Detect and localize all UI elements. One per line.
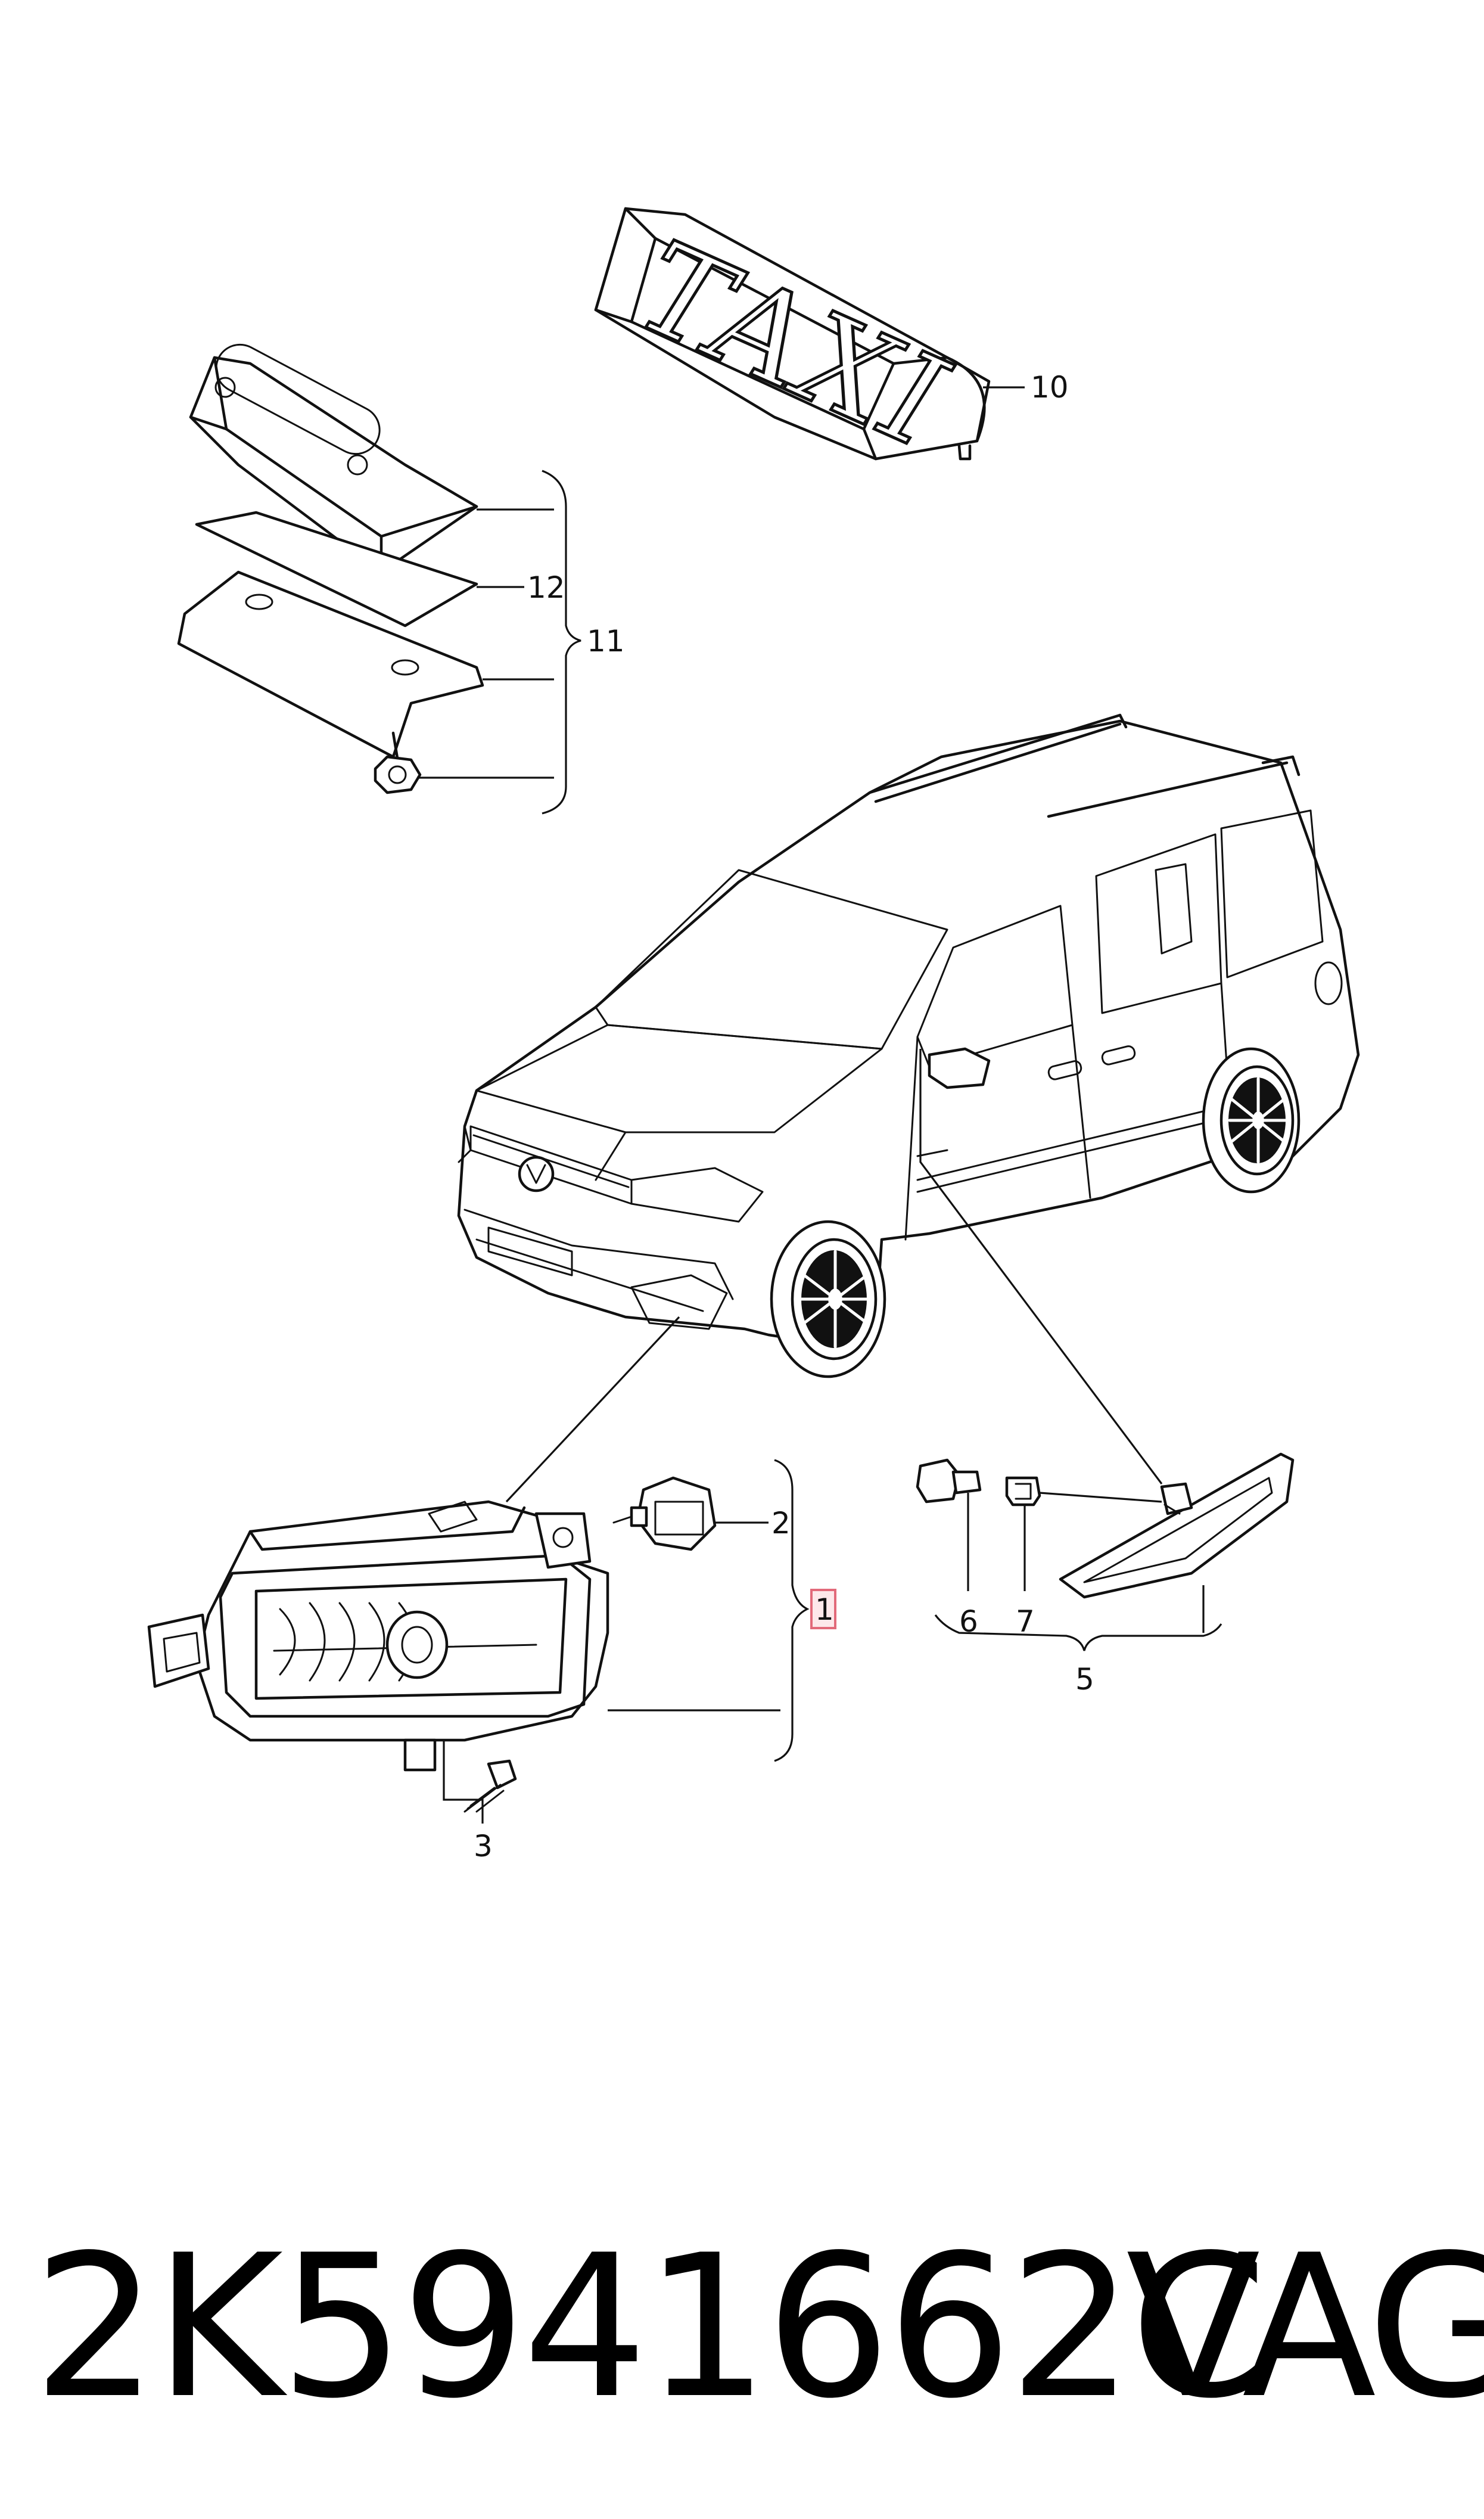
callout-6: 6 [959, 1604, 978, 1639]
callout-1-highlight [810, 1589, 836, 1629]
taxi-roof-sign: TAXI [594, 207, 991, 474]
fog-lamp-assembly [147, 1500, 609, 1772]
vehicle-outline [457, 713, 1360, 1378]
mounting-screw [463, 1759, 517, 1813]
parts-diagram: TAXI 10 12 11 [147, 207, 1360, 1863]
callout-5: 5 [1075, 1662, 1094, 1697]
brand-label: VAG [1126, 2213, 1484, 2442]
callout-7: 7 [1016, 1604, 1035, 1639]
callout-3: 3 [474, 1829, 493, 1863]
fog-lamp-bulb [612, 1476, 717, 1551]
wedge-bulb [1005, 1476, 1041, 1507]
leader-lines-marker [934, 1492, 1222, 1651]
roof-sign-lettering: TAXI [608, 218, 978, 473]
leader-side-marker [919, 1049, 1163, 1484]
callout-2: 2 [771, 1506, 791, 1540]
bulb-socket [916, 1458, 982, 1504]
part-number: 2K5941662C [33, 2213, 1267, 2442]
roof-mount-bracket-set [177, 343, 484, 794]
leader-fog-lamp [505, 1316, 680, 1503]
callout-10: 10 [1031, 370, 1069, 405]
leader-lines-fog [443, 1459, 810, 1824]
callout-11: 11 [587, 624, 625, 659]
leader-lines-top [417, 386, 1025, 815]
side-marker-light [1059, 1452, 1295, 1599]
callout-1: 1 [815, 1592, 834, 1627]
callout-12: 12 [527, 570, 565, 605]
